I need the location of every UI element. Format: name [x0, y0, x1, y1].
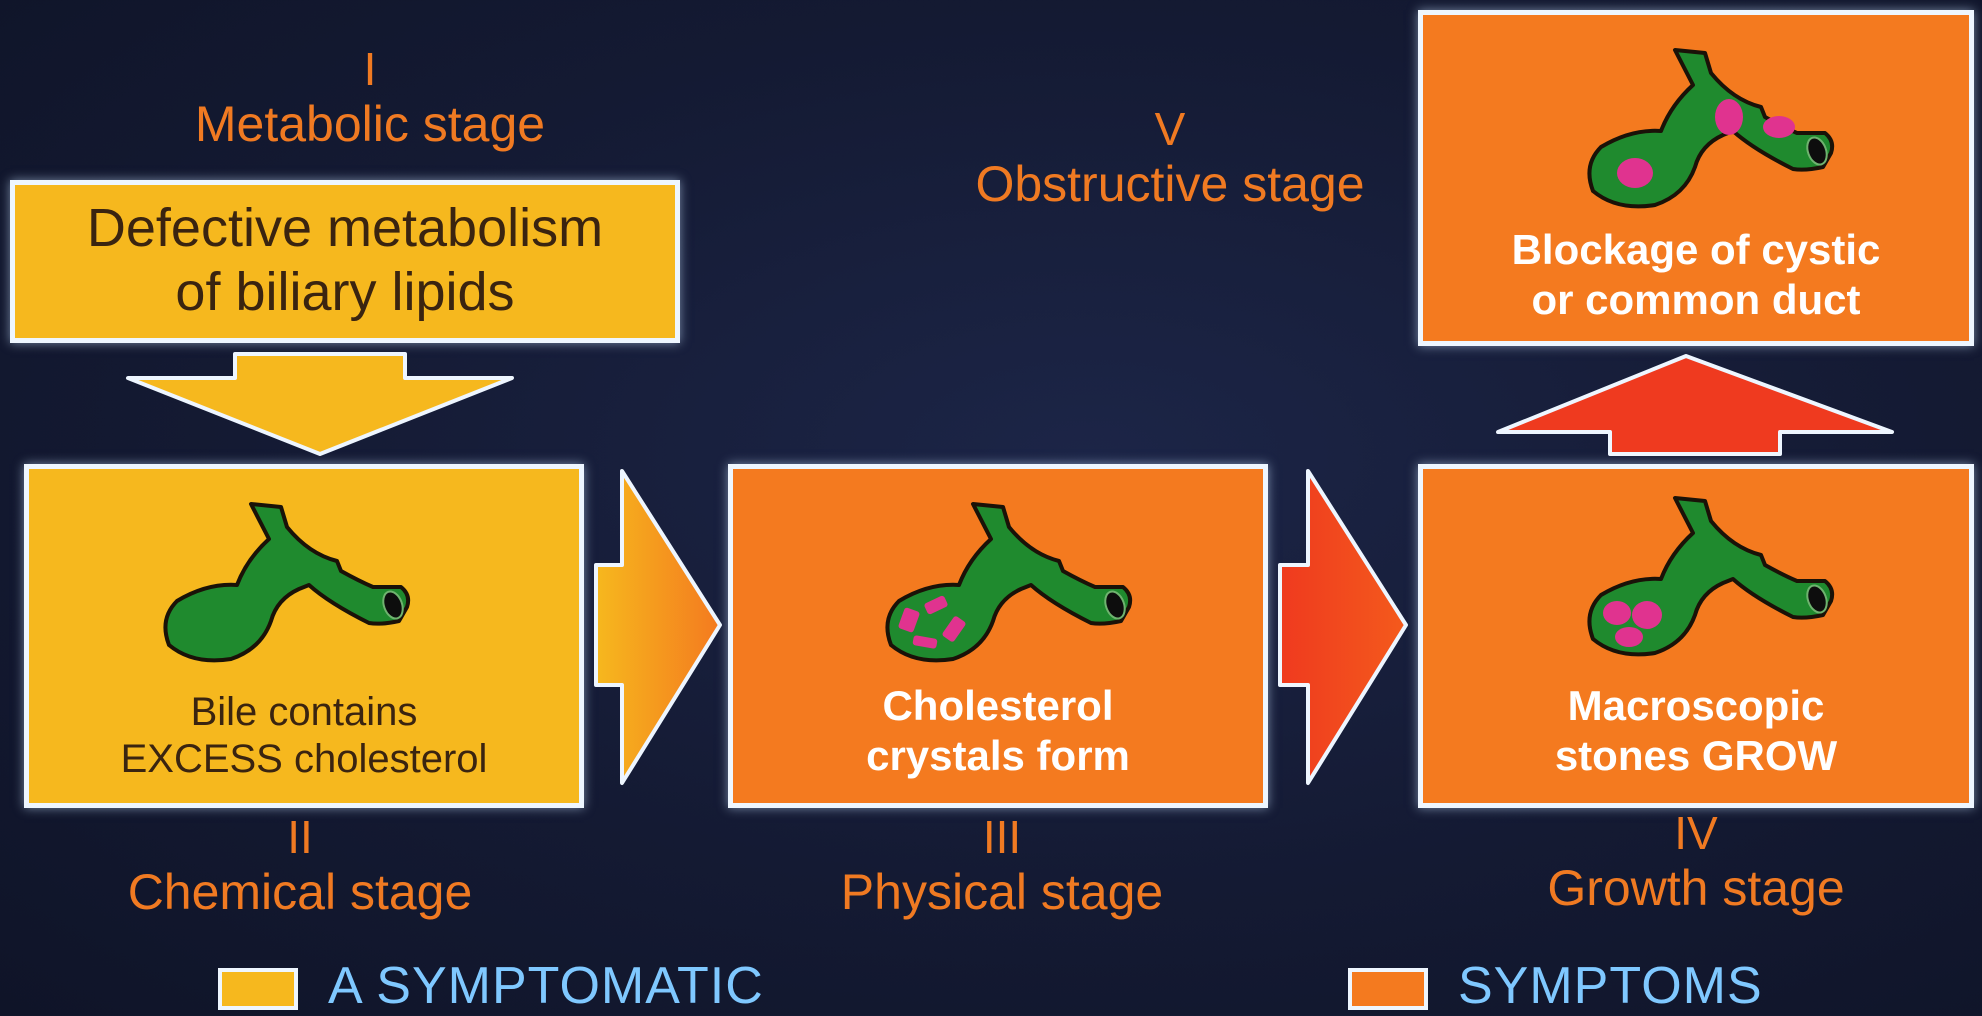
- arrow-down-icon: [120, 350, 520, 460]
- stage-3-name: Physical stage: [742, 864, 1262, 920]
- stage-3-heading: III Physical stage: [742, 812, 1262, 920]
- growth-box: Macroscopic stones GROW: [1418, 464, 1974, 808]
- chemical-line-1: Bile contains: [29, 689, 579, 736]
- legend-asymptomatic-label: A SYMPTOMATIC: [328, 956, 764, 1016]
- stage-4-numeral: IV: [1436, 808, 1956, 860]
- metabolic-box-text: Defective metabolism of biliary lipids: [15, 197, 675, 324]
- obstructive-line-2: or common duct: [1423, 275, 1969, 325]
- stage-2-name: Chemical stage: [40, 864, 560, 920]
- gallbladder-icon: [881, 499, 1141, 679]
- gallbladder-icon: [1583, 493, 1843, 673]
- stage-1-name: Metabolic stage: [90, 96, 650, 152]
- stage-2-heading: II Chemical stage: [40, 812, 560, 920]
- metabolic-box: Defective metabolism of biliary lipids: [10, 180, 680, 343]
- stage-3-numeral: III: [742, 812, 1262, 864]
- stone-icon: [1615, 627, 1643, 647]
- growth-line-2: stones GROW: [1423, 731, 1969, 781]
- stage-1-numeral: I: [90, 44, 650, 96]
- chemical-box: Bile contains EXCESS cholesterol: [24, 464, 584, 808]
- chemical-box-text: Bile contains EXCESS cholesterol: [29, 689, 579, 783]
- stone-icon: [1603, 601, 1631, 625]
- legend-symptoms-swatch: [1348, 968, 1428, 1010]
- stage-4-name: Growth stage: [1436, 860, 1956, 916]
- physical-line-1: Cholesterol: [733, 681, 1263, 731]
- growth-line-1: Macroscopic: [1423, 681, 1969, 731]
- stone-icon: [1617, 158, 1653, 188]
- physical-box-text: Cholesterol crystals form: [733, 681, 1263, 780]
- arrow-up-icon: [1490, 350, 1900, 460]
- metabolic-line-2: of biliary lipids: [15, 261, 675, 325]
- gallbladder-icon: [1583, 45, 1843, 225]
- stage-5-name: Obstructive stage: [910, 156, 1430, 212]
- physical-line-2: crystals form: [733, 731, 1263, 781]
- physical-box: Cholesterol crystals form: [728, 464, 1268, 808]
- stage-5-numeral: V: [910, 104, 1430, 156]
- legend-asymptomatic-swatch: [218, 968, 298, 1010]
- obstructive-box: Blockage of cystic or common duct: [1418, 10, 1974, 346]
- stage-1-heading: I Metabolic stage: [90, 44, 650, 152]
- gallbladder-icon: [159, 499, 419, 679]
- legend-symptoms-label: SYMPTOMS: [1458, 956, 1763, 1016]
- stone-icon: [1763, 116, 1795, 138]
- stage-2-numeral: II: [40, 812, 560, 864]
- stone-icon: [1632, 601, 1662, 629]
- metabolic-line-1: Defective metabolism: [15, 197, 675, 261]
- arrow-right-icon-1: [592, 465, 732, 795]
- stone-icon: [1715, 99, 1743, 135]
- obstructive-box-text: Blockage of cystic or common duct: [1423, 225, 1969, 324]
- stage-4-heading: IV Growth stage: [1436, 808, 1956, 916]
- obstructive-line-1: Blockage of cystic: [1423, 225, 1969, 275]
- arrow-right-icon-2: [1274, 465, 1414, 795]
- chemical-line-2: EXCESS cholesterol: [29, 736, 579, 783]
- stage-5-heading: V Obstructive stage: [910, 104, 1430, 212]
- growth-box-text: Macroscopic stones GROW: [1423, 681, 1969, 780]
